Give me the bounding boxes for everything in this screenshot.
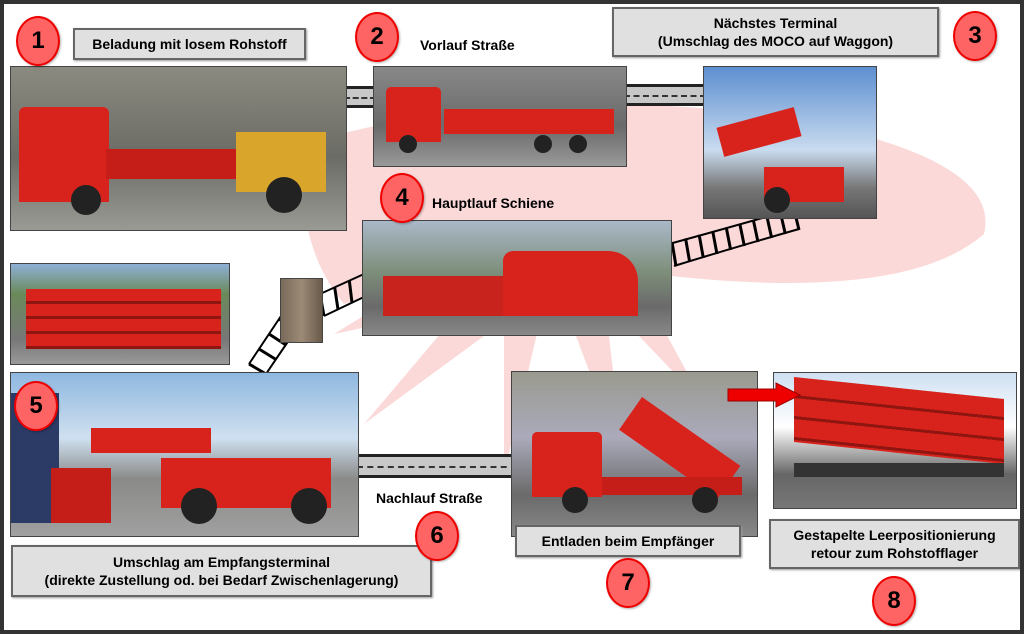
diagram-canvas: 1 Beladung mit losem Rohstoff 2 Vorlauf …: [4, 4, 1020, 630]
rail-tie: [697, 234, 705, 259]
rail-tie: [347, 280, 354, 303]
road-segment-nachlauf: [357, 454, 517, 478]
step-3-label-line1: Nächstes Terminal: [713, 15, 838, 31]
step-8-label-line2: retour zum Rohstofflager: [810, 545, 979, 561]
step-6-label: Nachlauf Straße: [376, 490, 483, 506]
step-3-label: Nächstes Terminal (Umschlag des MOCO auf…: [612, 7, 939, 57]
rail-tie: [258, 347, 277, 361]
step-number-6: 6: [415, 511, 459, 561]
step-5-label-line2: (direkte Zustellung od. bei Bedarf Zwisc…: [44, 572, 399, 588]
rail-tie: [670, 241, 678, 267]
step-5-label: Umschlag am Empfangsterminal (direkte Zu…: [11, 545, 432, 597]
step-number-5: 5: [14, 381, 58, 431]
step-number-8: 8: [872, 576, 916, 626]
step-2-label: Vorlauf Straße: [420, 37, 515, 53]
step-number-7: 7: [606, 558, 650, 608]
step-5-label-line1: Umschlag am Empfangsterminal: [112, 554, 331, 570]
rail-tie: [765, 216, 774, 239]
photo-stacked-empty-wagon: [773, 372, 1017, 509]
rail-tie: [751, 219, 760, 243]
step-number-4: 4: [380, 173, 424, 223]
step-number-3: 3: [953, 11, 997, 61]
step-number-2: 2: [355, 12, 399, 62]
road-segment-terminal: [624, 84, 706, 106]
photo-unloading-tipper: [511, 371, 758, 537]
photo-terminal-reachstacker: [703, 66, 877, 219]
rail-tie: [268, 332, 287, 347]
step-1-label: Beladung mit losem Rohstoff: [73, 28, 306, 60]
step-8-label-line1: Gestapelte Leerpositionierung: [793, 527, 996, 543]
photo-road-transport: [373, 66, 627, 167]
rail-tie: [684, 238, 692, 263]
step-7-label: Entladen beim Empfänger: [515, 525, 741, 557]
arrow-right-icon: [727, 382, 802, 408]
rail-tie: [711, 230, 719, 255]
photo-rail-mainline: [362, 220, 672, 336]
photo-receiving-terminal: [10, 372, 359, 537]
rail-tie: [724, 227, 733, 251]
rail-tie: [333, 287, 340, 310]
step-3-label-line2: (Umschlag des MOCO auf Waggon): [657, 33, 894, 49]
rail-tie: [738, 223, 746, 247]
photo-loading-truck: [10, 66, 347, 231]
photo-stacked-containers: [10, 263, 230, 365]
photo-rail-track: [280, 278, 323, 343]
road-segment-vorlauf: [344, 86, 376, 108]
step-4-label: Hauptlauf Schiene: [432, 195, 555, 211]
step-8-label: Gestapelte Leerpositionierung retour zum…: [769, 519, 1020, 569]
step-number-1: 1: [16, 16, 60, 66]
